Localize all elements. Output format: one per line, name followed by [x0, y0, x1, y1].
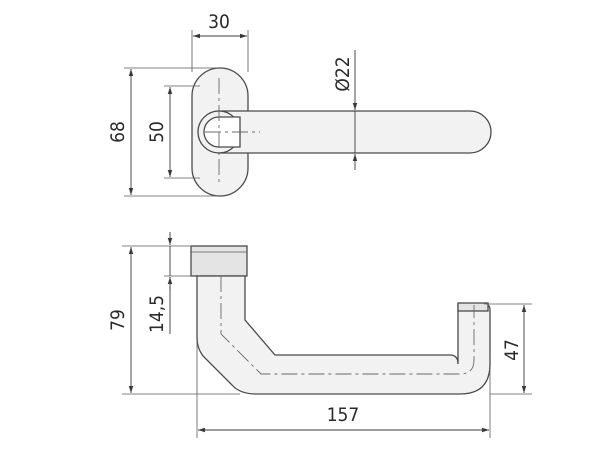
lever-bar [217, 110, 492, 154]
dim-lever-diameter-label: Ø22 [332, 56, 354, 91]
dim-side-total-label: 79 [107, 309, 129, 331]
dim-rose-inner-label: 50 [146, 121, 168, 143]
side-handle-centerline [220, 276, 475, 375]
side-handle-body [196, 275, 491, 395]
dim-top-width-label: 30 [208, 11, 230, 33]
dim-side-end-label: 47 [501, 339, 523, 361]
dim-side-length-label: 157 [327, 404, 360, 426]
side-end-cap [457, 302, 489, 312]
top-view: 30 Ø22 68 50 [107, 11, 492, 197]
dim-rose-total-label: 68 [107, 121, 129, 143]
side-view: 79 14,5 157 47 [107, 232, 532, 438]
side-rose-block [190, 245, 248, 277]
dim-side-neck-label: 14,5 [146, 295, 168, 333]
